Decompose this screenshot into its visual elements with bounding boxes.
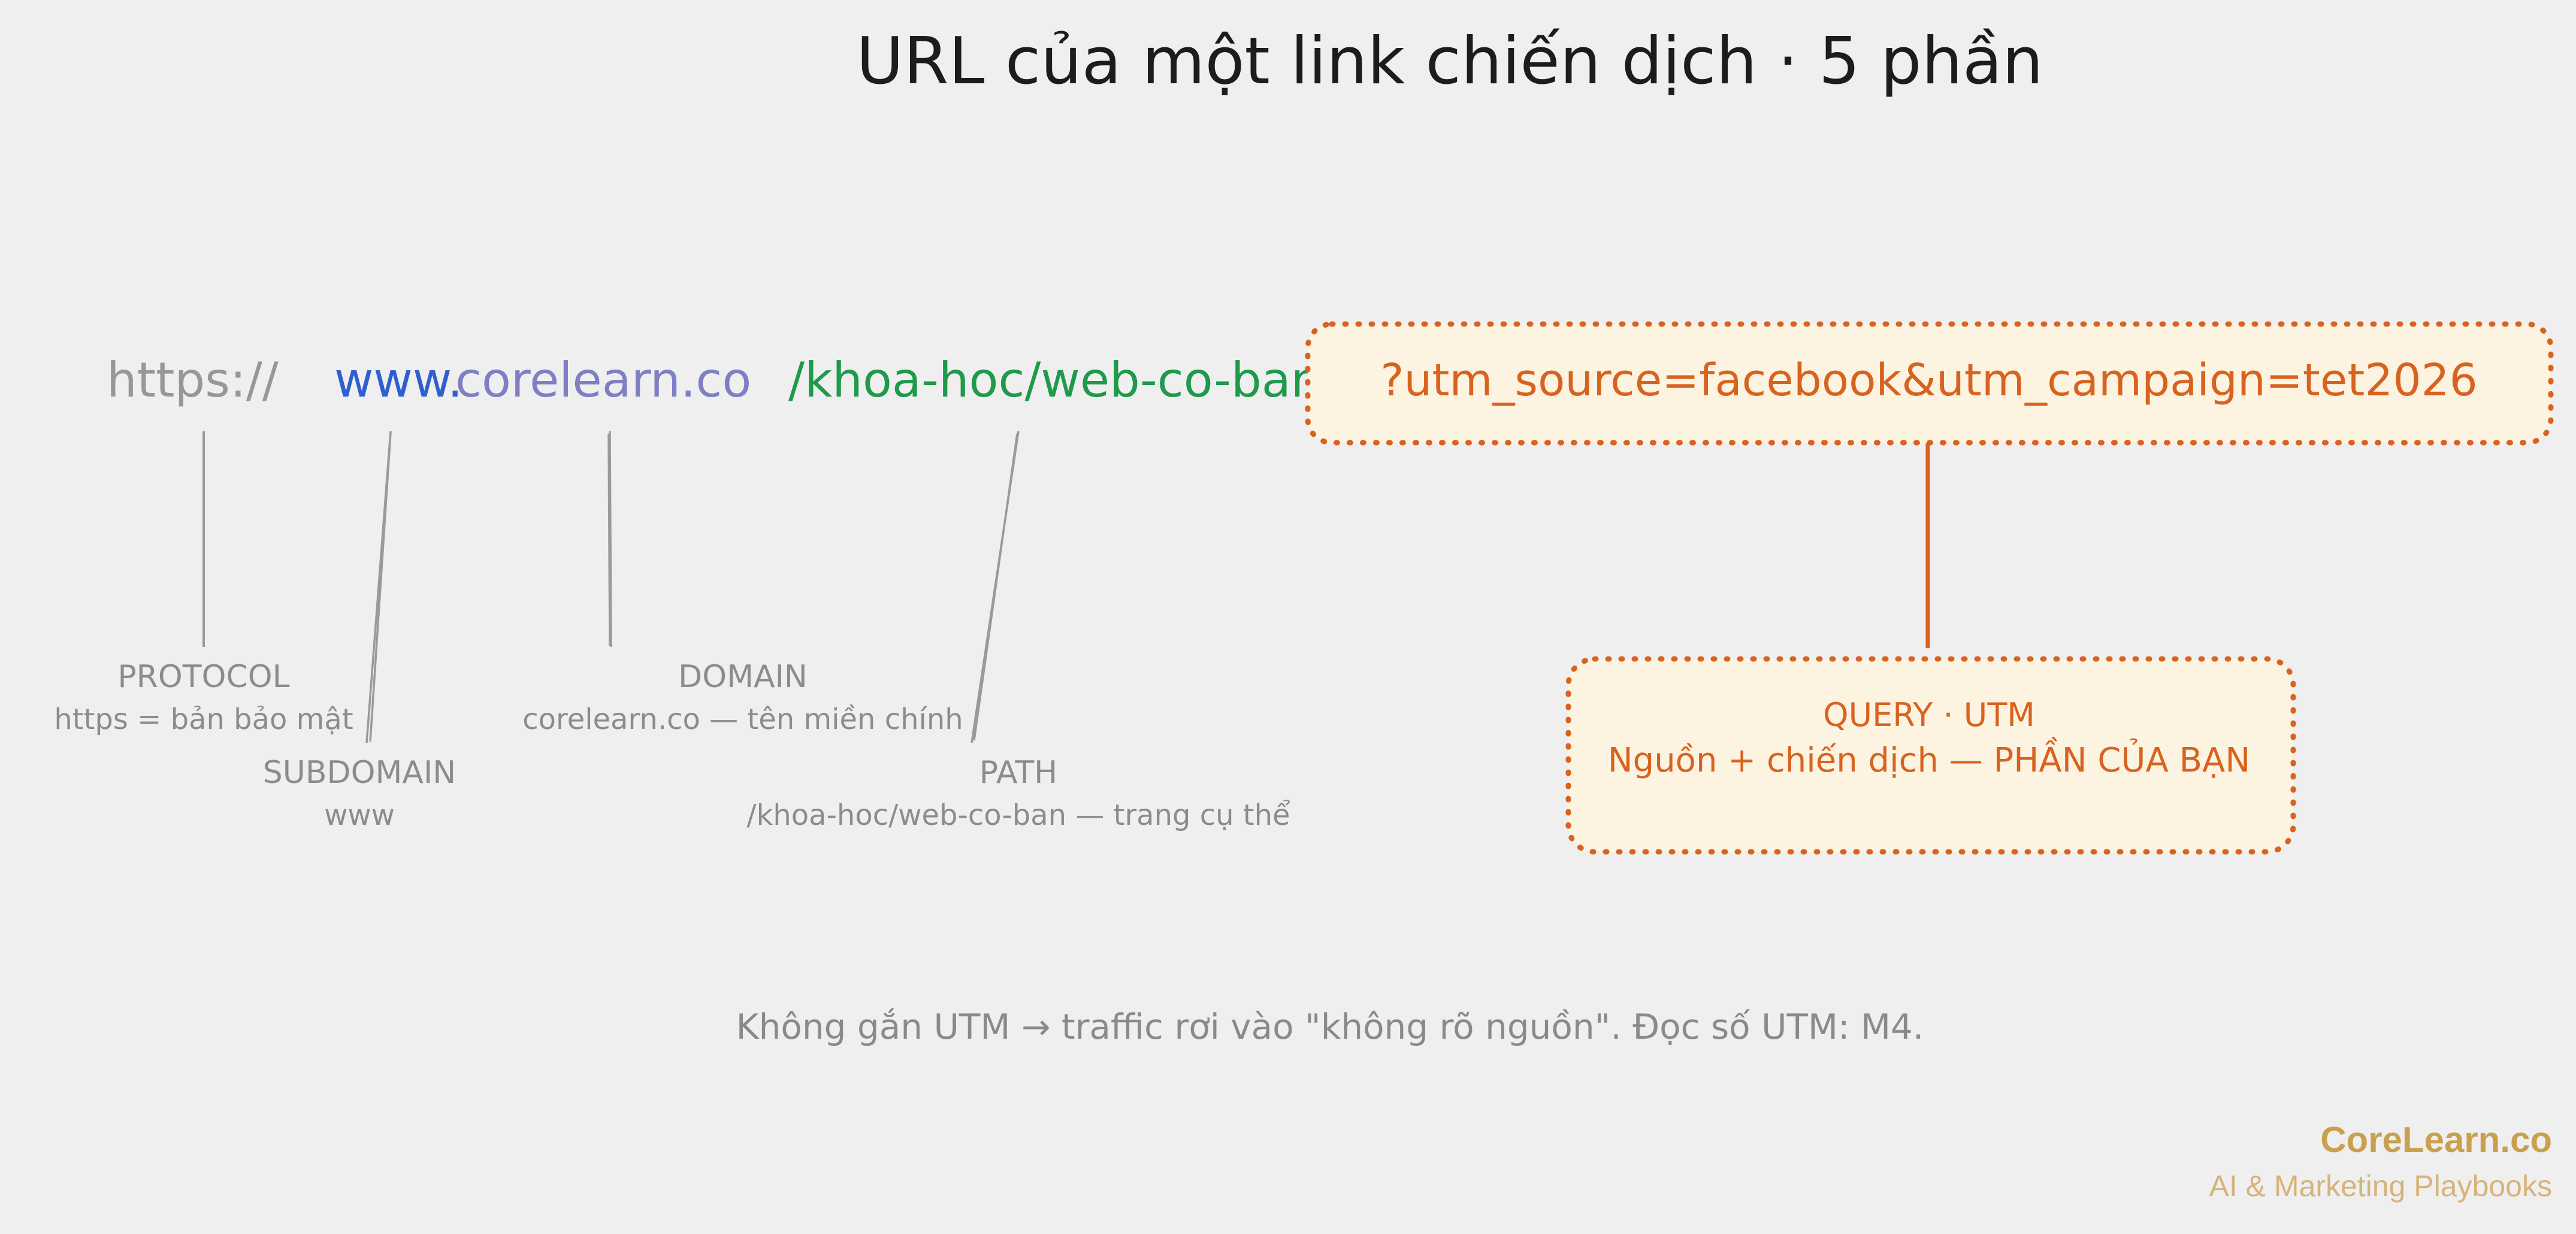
- subdomain-label: SUBDOMAIN www: [180, 752, 539, 837]
- url-subdomain: www.: [334, 352, 463, 408]
- subdomain-label-name: SUBDOMAIN: [262, 755, 456, 791]
- domain-label: DOMAIN corelearn.co — tên miền chính: [503, 656, 982, 741]
- path-label-name: PATH: [979, 755, 1058, 791]
- subdomain-label-desc: www: [324, 799, 395, 832]
- domain-connector: [607, 431, 612, 648]
- brand-tagline: AI & Marketing Playbooks: [2209, 1169, 2553, 1203]
- protocol-label-name: PROTOCOL: [117, 659, 290, 695]
- subdomain-connector: [365, 431, 392, 743]
- page-title: URL của một link chiến dịch · 5 phần: [856, 24, 2043, 99]
- protocol-label-desc: https = bản bảo mật: [54, 703, 353, 736]
- domain-label-desc: corelearn.co — tên miền chính: [522, 703, 963, 736]
- brand-block: CoreLearn.co AI & Marketing Playbooks: [2209, 1119, 2553, 1203]
- query-label-desc: Nguồn + chiến dịch — PHẦN CỦA BẠN: [1607, 741, 2251, 780]
- brand-name: CoreLearn.co: [2320, 1120, 2552, 1160]
- domain-label-name: DOMAIN: [678, 659, 808, 695]
- url-path: /khoa-hoc/web-co-ban: [788, 352, 1322, 408]
- footer-note: Không gắn UTM → traffic rơi vào "không r…: [736, 1006, 1924, 1047]
- path-label: PATH /khoa-hoc/web-co-ban — trang cụ thể: [719, 752, 1318, 837]
- query-label-name: QUERY · UTM: [1823, 696, 2035, 734]
- url-domain: corelearn.co: [455, 352, 752, 408]
- path-label-desc: /khoa-hoc/web-co-ban — trang cụ thể: [746, 799, 1290, 832]
- path-connector: [970, 431, 1020, 743]
- url-protocol: https://: [107, 352, 279, 408]
- query-label-box: [1565, 656, 2296, 855]
- query-box: [1305, 321, 2554, 446]
- url-query: ?utm_source=facebook&utm_campaign=tet202…: [1380, 355, 2478, 406]
- protocol-label: PROTOCOL https = bản bảo mật: [24, 656, 383, 741]
